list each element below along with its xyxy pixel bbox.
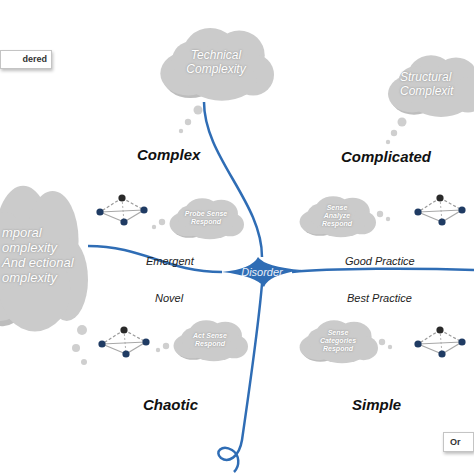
node-text: Technical Complexity: [174, 49, 258, 77]
domain-boundary: [218, 284, 262, 472]
approach-cloud: Probe Sense Respond: [168, 196, 244, 240]
domain-label: Simple: [352, 396, 401, 413]
approach-cloud: Sense Categories Respond: [298, 318, 378, 364]
axis-label: Best Practice: [347, 292, 412, 304]
domain-label: Complex: [137, 146, 200, 163]
network-icon: [414, 326, 465, 357]
network-icon: [414, 194, 465, 225]
complexity-cloud: Technical Complexity: [158, 24, 274, 102]
node-text: Probe Sense Respond: [184, 210, 228, 226]
node-text: Structural Complexit: [386, 71, 470, 99]
thought-dots: [72, 106, 407, 366]
axis-label: Emergent: [146, 255, 194, 267]
network-icon: [98, 326, 149, 357]
node-text: Or: [444, 437, 474, 447]
node-text: dered: [1, 54, 53, 64]
complexity-cloud: mporal omplexity And ectional omplexity: [0, 178, 88, 334]
approach-cloud: Sense Analyze Respond: [298, 194, 376, 238]
node-text: Sense Categories Respond: [313, 329, 363, 353]
disorder-hub: Disorder: [222, 257, 302, 287]
node-text: Sense Analyze Respond: [314, 204, 360, 228]
node-text: Disorder: [227, 266, 297, 279]
legend-tag: Or: [443, 432, 474, 452]
domain-boundary: [88, 246, 222, 272]
node-text: mporal omplexity And ectional omplexity: [0, 226, 76, 286]
axis-label: Good Practice: [345, 255, 415, 267]
domain-boundary: [292, 269, 474, 272]
approach-cloud: Act Sense Respond: [172, 318, 248, 362]
network-icon: [96, 194, 147, 225]
domain-label: Complicated: [341, 148, 431, 165]
complexity-cloud: Structural Complexit: [386, 52, 474, 118]
node-text: Act Sense Respond: [188, 332, 232, 348]
legend-tag: dered: [0, 50, 52, 69]
axis-label: Novel: [155, 292, 183, 304]
domain-label: Chaotic: [143, 396, 198, 413]
